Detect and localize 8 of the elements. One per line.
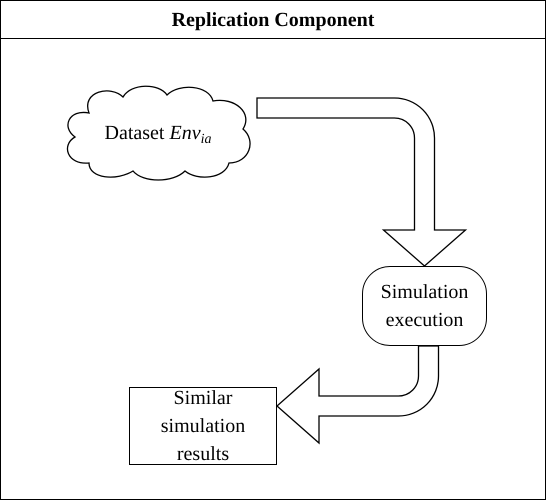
node-label: Simulation execution bbox=[380, 280, 470, 333]
node-label: Dataset Env$_{ia}$ bbox=[104, 121, 212, 147]
process-terminal bbox=[362, 266, 487, 346]
block-arrow bbox=[276, 345, 440, 444]
result-box bbox=[129, 387, 277, 465]
node-label: Similar simulation results bbox=[160, 386, 246, 467]
panel-title: Replication Component bbox=[172, 8, 374, 32]
block-arrow bbox=[256, 97, 466, 267]
